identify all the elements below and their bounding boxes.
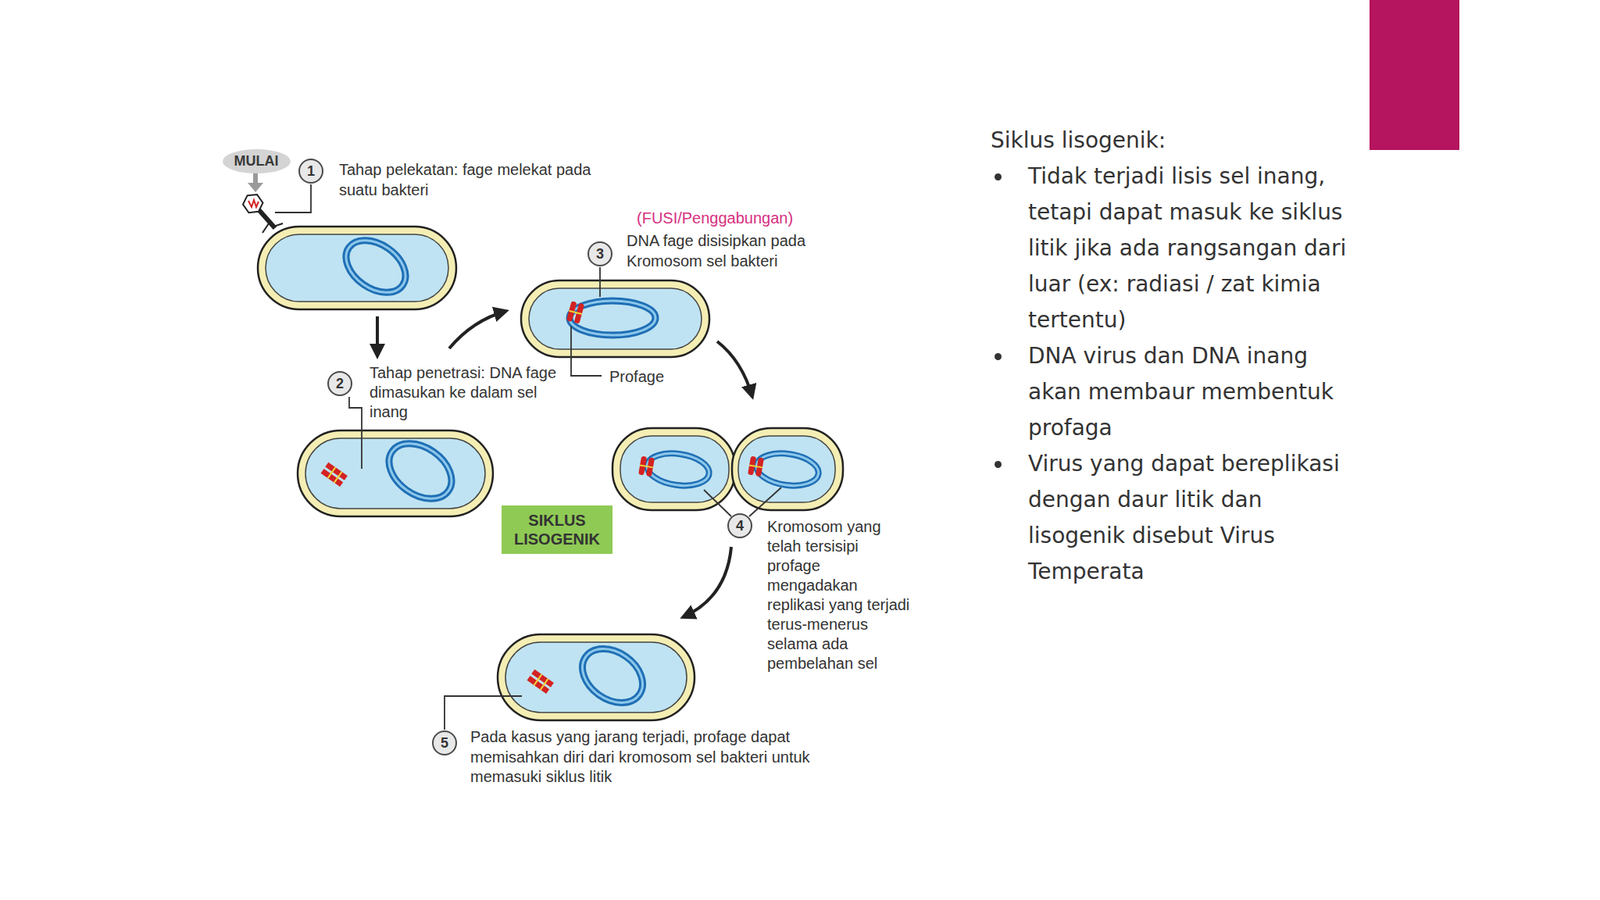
bullet-dot — [994, 460, 1002, 468]
leader-line — [349, 396, 362, 469]
bacterium-cell — [521, 280, 710, 358]
bullet-dot — [994, 353, 1002, 361]
prophage — [749, 464, 763, 468]
start-arrow — [253, 172, 258, 185]
step-text: Tahap pelekatan: fage melekat pada suatu… — [339, 159, 630, 200]
leader-line — [571, 326, 602, 376]
step-text: Tahap penetrasi: DNA fage dimasukan ke d… — [369, 363, 570, 422]
phage-dna — [325, 462, 348, 481]
step-text: Pada kasus yang jarang terjadi, profage … — [470, 727, 830, 788]
start-arrow — [247, 172, 264, 193]
flow-arrow — [375, 316, 379, 357]
dividing-cell — [645, 450, 712, 490]
bullet-item: Tidak terjadi lisis sel inang, tetapi da… — [990, 158, 1366, 339]
bullet-list: Siklus lisogenik:Tidak terjadi lisis sel… — [990, 122, 1366, 590]
leader-line — [599, 267, 601, 297]
node-text: 5 — [440, 735, 449, 752]
phage-dna — [531, 669, 554, 688]
bullet-text: Virus yang dapat bereplikasi dengan daur… — [1028, 446, 1365, 590]
node-text: 1 — [307, 163, 315, 180]
bacterium-cell — [336, 229, 416, 304]
phage-dna — [328, 467, 336, 479]
bacterium-cell — [528, 288, 702, 350]
flow-arrow — [449, 310, 507, 349]
prophage — [638, 456, 655, 478]
leader-line — [703, 489, 732, 517]
dividing-cell — [738, 435, 836, 503]
bacterium-cell — [571, 637, 653, 714]
node-text: 4 — [735, 517, 744, 535]
node-text: MULAI — [234, 153, 279, 170]
prophage — [747, 456, 765, 478]
phage-dna — [321, 462, 348, 487]
bullet-item: DNA virus dan DNA inang akan membaur mem… — [990, 338, 1366, 447]
accent-bar — [1369, 0, 1460, 150]
callout-number: 4 — [727, 513, 753, 539]
bacterium-cell — [521, 280, 710, 358]
callout-number: 2 — [327, 371, 353, 397]
bacterium-cell — [257, 226, 457, 310]
note-text: (FUSI/Penggabungan) — [636, 207, 840, 229]
node-text: 2 — [335, 375, 344, 393]
phage-dna — [534, 674, 543, 686]
dividing-cell — [612, 428, 736, 511]
start-arrow — [247, 182, 264, 193]
dividing-cell — [620, 435, 729, 503]
bacterium-cell — [569, 300, 656, 336]
phage-dna — [540, 678, 549, 690]
flow-arrow — [682, 546, 732, 618]
callout-number: 3 — [587, 241, 613, 267]
step-text: Kromosom yang telah tersisipi profage me… — [767, 517, 913, 674]
leader-line — [444, 696, 522, 730]
phage — [248, 200, 259, 208]
bacterium-cell — [257, 226, 457, 310]
start-oval: MULAI — [222, 149, 291, 174]
node-text: 3 — [596, 246, 604, 263]
part-label: Profage — [609, 366, 704, 387]
bacterium-cell — [497, 634, 695, 721]
bullet-dot — [994, 173, 1002, 181]
bacterium-cell — [378, 432, 462, 511]
node-text: SIKLUS LISOGENIK — [514, 510, 600, 549]
phage — [262, 223, 269, 233]
phage — [273, 223, 283, 227]
prophage — [568, 310, 582, 315]
bullet-text: Tidak terjadi lisis sel inang, tetapi da… — [1028, 158, 1365, 339]
leader-line — [749, 487, 782, 517]
cycle-title-box: SIKLUS LISOGENIK — [501, 505, 613, 554]
phage — [240, 190, 283, 233]
bacterium-cell — [569, 300, 656, 336]
dividing-cell — [732, 428, 843, 511]
step-text: DNA fage disisipkan pada Kromosom sel ba… — [626, 230, 861, 272]
bullet-item: Virus yang dapat bereplikasi dengan daur… — [990, 446, 1366, 590]
bacterium-cell — [497, 634, 695, 721]
callout-number: 5 — [432, 730, 458, 756]
dividing-cell — [612, 428, 843, 511]
callout-number: 1 — [298, 158, 324, 184]
list-heading: Siklus lisogenik: — [990, 122, 1366, 159]
phage — [240, 190, 266, 217]
bacterium-cell — [571, 637, 653, 714]
bacterium-cell — [378, 432, 462, 511]
prophage — [566, 300, 585, 325]
flow-arrow — [717, 341, 753, 397]
dividing-cell — [645, 450, 712, 490]
dividing-cell — [754, 450, 822, 490]
phage-dna — [334, 471, 343, 483]
bacterium-cell — [336, 229, 416, 304]
dividing-cell — [754, 450, 822, 490]
prophage — [639, 464, 654, 468]
bacterium-cell — [297, 430, 493, 517]
bullet-text: DNA virus dan DNA inang akan membaur mem… — [1028, 338, 1365, 447]
phage-dna — [527, 669, 554, 694]
leader-line — [275, 184, 311, 213]
bacterium-cell — [297, 430, 493, 517]
